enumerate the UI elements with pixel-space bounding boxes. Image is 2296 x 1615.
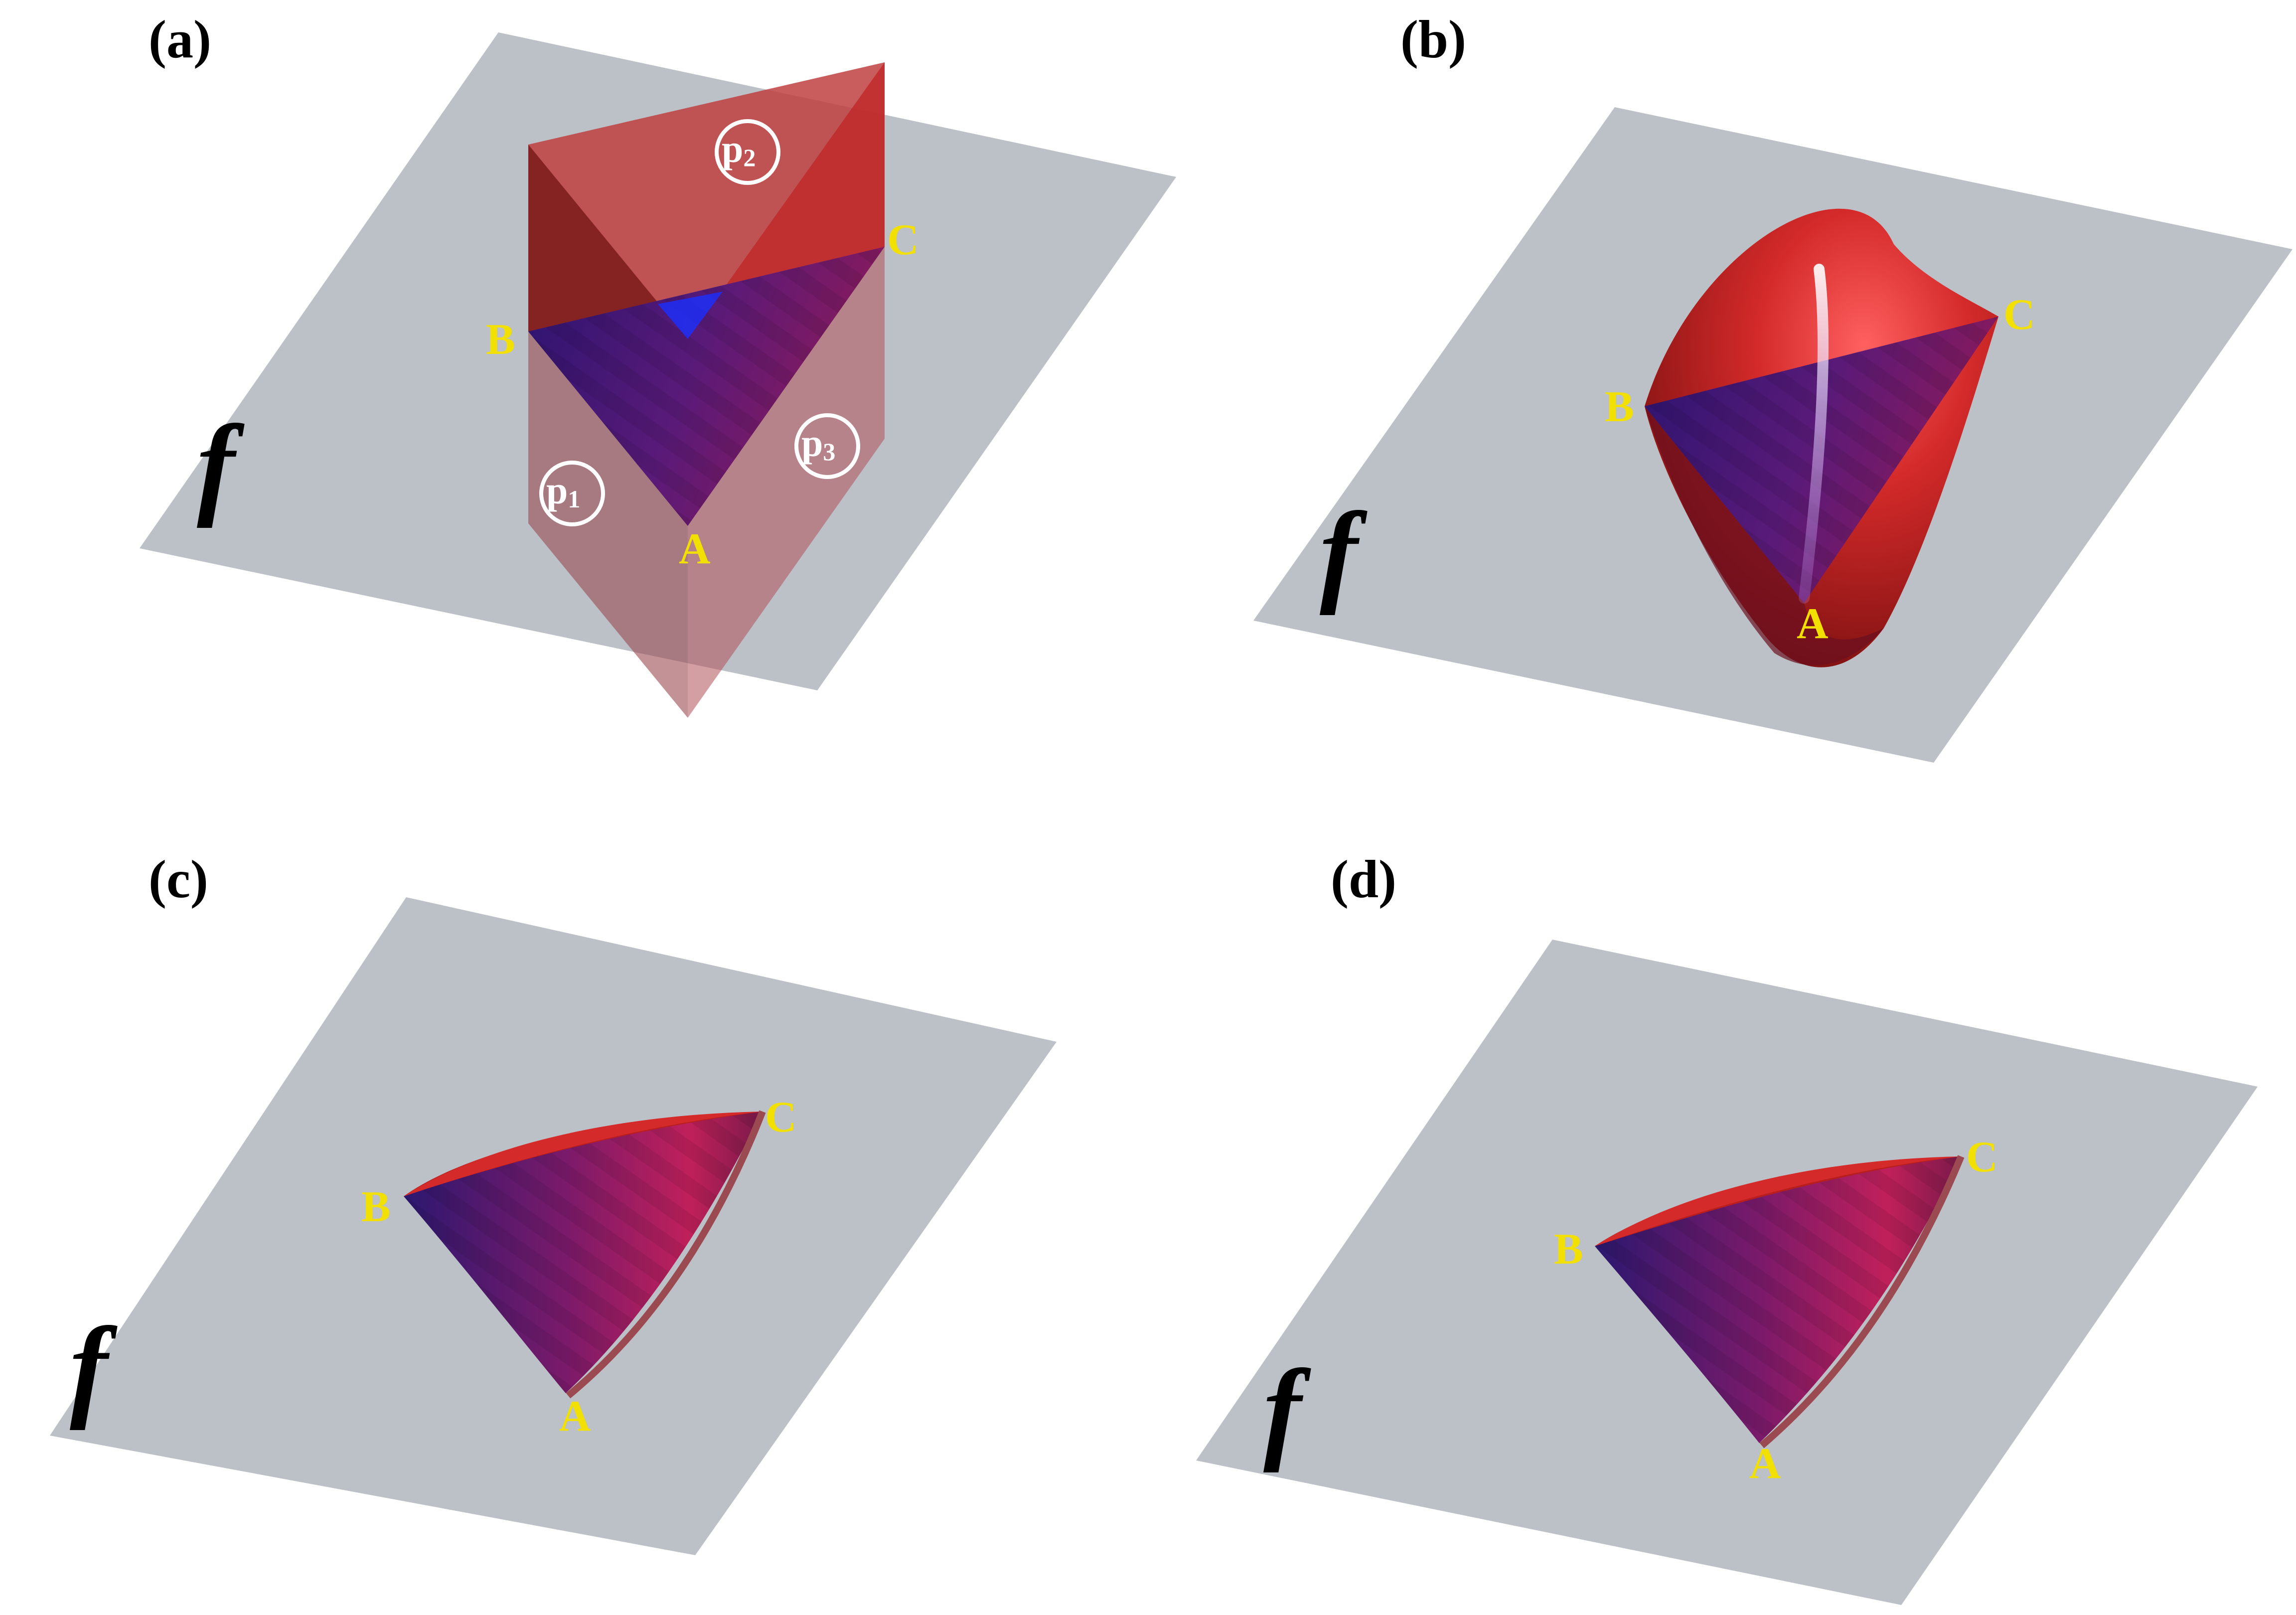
panel-label-d: (d) (1331, 850, 1396, 909)
blue-apex-highlight (658, 292, 723, 339)
panel-d: (d) f A B C (1196, 850, 2258, 1605)
triangle-stripes (528, 247, 885, 526)
vertex-label-a: A (1749, 1440, 1781, 1488)
svg-text:p3: p3 (801, 421, 835, 466)
vertex-label-b: B (361, 1183, 391, 1231)
panel-a: (a) p2 p1 p3 f A B C (140, 10, 1176, 718)
vertex-label-c: C (765, 1093, 797, 1141)
panel-b: (b) f A B C (1253, 10, 2293, 763)
prism-lower-right (688, 247, 885, 718)
specular-highlight (1799, 264, 1829, 604)
cone-stripes (404, 1112, 763, 1393)
vertex-label-b: B (1554, 1225, 1583, 1274)
svg-text:p2: p2 (722, 127, 756, 171)
cone-edge-shadow (566, 1110, 766, 1399)
vertex-label-a: A (559, 1392, 591, 1441)
vertex-label-a: A (679, 525, 711, 573)
vertex-label-c: C (2003, 291, 2035, 339)
vertex-label-c: C (887, 216, 919, 264)
panel-c: (c) f A B C (50, 850, 1057, 1555)
plane-marker-p2: p2 (715, 119, 780, 185)
cone-stripes (1595, 1156, 1961, 1443)
dome-underside (1645, 406, 1884, 665)
plane-marker-p3: p3 (794, 413, 860, 479)
panel-label-c: (c) (149, 850, 208, 909)
vertex-label-a: A (1797, 600, 1829, 648)
panel-label-a: (a) (149, 10, 211, 69)
vertex-label-b: B (1605, 383, 1634, 431)
svg-text:p1: p1 (546, 469, 580, 513)
plane-marker-p1: p1 (539, 461, 605, 526)
cone-edge-shadow (1759, 1155, 1965, 1449)
panel-label-b: (b) (1400, 10, 1466, 69)
prism-lower-left (528, 331, 688, 718)
vertex-label-c: C (1966, 1133, 1998, 1181)
vertex-label-b: B (486, 316, 515, 364)
